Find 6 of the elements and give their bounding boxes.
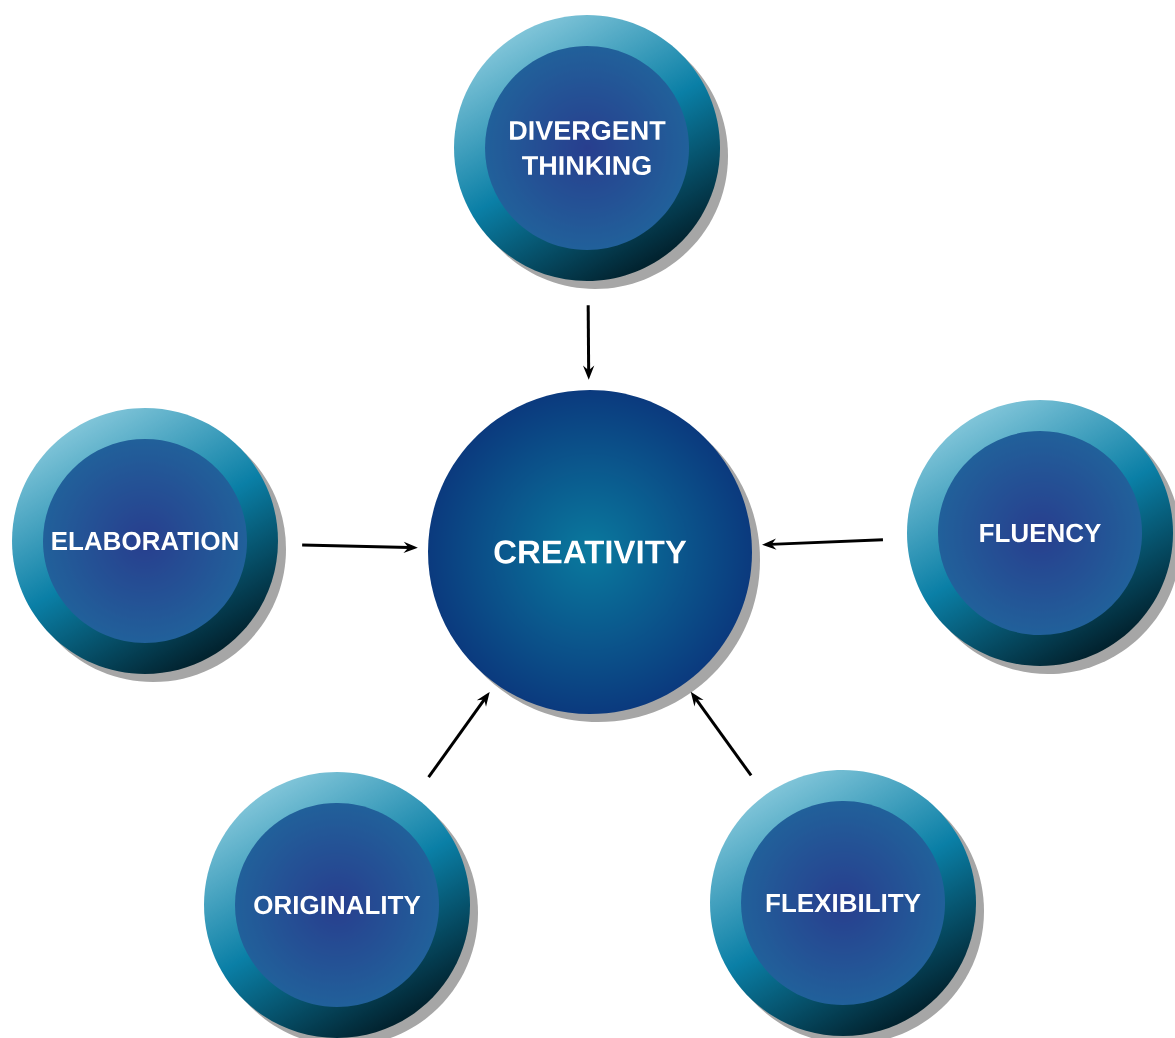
circle-node: FLEXIBILITY (710, 770, 984, 1038)
circle-node: ELABORATION (12, 408, 286, 682)
circle-node: CREATIVITY (428, 390, 760, 722)
circle-node: FLUENCY (907, 400, 1175, 674)
circle-node: DIVERGENT THINKING (454, 15, 728, 289)
circle-node: ORIGINALITY (204, 772, 478, 1038)
